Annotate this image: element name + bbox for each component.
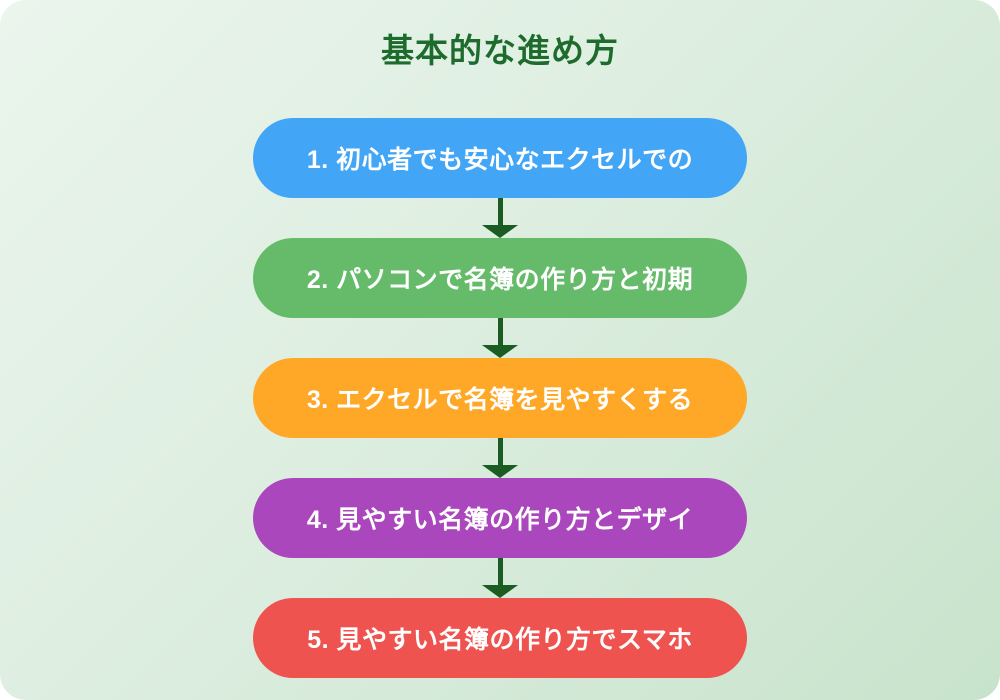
arrow-head xyxy=(482,465,518,478)
arrow-head xyxy=(482,225,518,238)
arrow-down-icon xyxy=(482,198,518,238)
flow-step-1-label: 1. 初心者でも安心なエクセルでの xyxy=(306,146,694,174)
flow-step-5: 5. 見やすい名簿の作り方でスマホ xyxy=(253,598,747,678)
arrow-head xyxy=(482,345,518,358)
flow-step-3-label: 3. エクセルで名簿を見やすくする xyxy=(306,386,694,414)
page-title: 基本的な進め方 xyxy=(381,32,619,69)
flow-step-2: 2. パソコンで名簿の作り方と初期 xyxy=(253,238,747,318)
arrow-line xyxy=(497,558,503,585)
flow-step-5-label: 5. 見やすい名簿の作り方でスマホ xyxy=(307,626,693,654)
arrow-down-icon xyxy=(482,318,518,358)
arrow-head xyxy=(482,585,518,598)
flow-step-4-label: 4. 見やすい名簿の作り方とデザイ xyxy=(306,506,694,534)
arrow-down-icon xyxy=(482,558,518,598)
arrow-line xyxy=(497,318,503,345)
arrow-down-icon xyxy=(482,438,518,478)
flow-diagram: 1. 初心者でも安心なエクセルでの 2. パソコンで名簿の作り方と初期 3. エ… xyxy=(0,118,1000,678)
flow-step-1: 1. 初心者でも安心なエクセルでの xyxy=(253,118,747,198)
flow-step-2-label: 2. パソコンで名簿の作り方と初期 xyxy=(306,266,694,294)
flow-step-4: 4. 見やすい名簿の作り方とデザイ xyxy=(253,478,747,558)
flow-step-3: 3. エクセルで名簿を見やすくする xyxy=(253,358,747,438)
arrow-line xyxy=(497,198,503,225)
arrow-line xyxy=(497,438,503,465)
